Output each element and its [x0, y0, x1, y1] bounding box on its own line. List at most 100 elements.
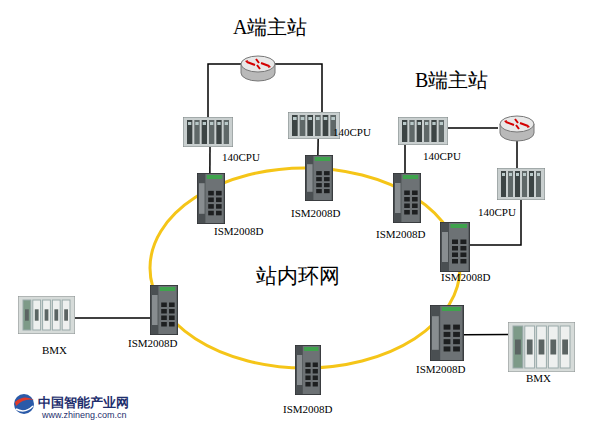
- module-led: [308, 117, 312, 120]
- module-connector: [515, 340, 521, 355]
- port: [460, 240, 466, 245]
- module-led: [331, 117, 335, 120]
- module-led: [530, 173, 533, 176]
- terminal-block: [451, 224, 468, 228]
- rack-module: [202, 120, 207, 144]
- port: [324, 177, 330, 181]
- terminal-block: [160, 287, 175, 291]
- module-connector: [45, 309, 49, 320]
- rack-body: [508, 322, 575, 372]
- rack-body: [288, 112, 340, 139]
- router-wires: [208, 64, 517, 169]
- module-led: [418, 122, 421, 125]
- rack-module: [529, 171, 534, 197]
- port: [452, 246, 458, 251]
- port: [216, 191, 222, 196]
- rack-module: [402, 120, 407, 142]
- switch-node: ISM2008D: [150, 285, 178, 335]
- rack-module: [560, 326, 570, 368]
- rack-module: [409, 120, 414, 142]
- terminal-block: [442, 307, 461, 311]
- port: [305, 363, 310, 368]
- module-led: [440, 122, 443, 125]
- switch-node: ISM2008D: [305, 155, 333, 201]
- rack-module: [315, 115, 321, 136]
- port: [404, 204, 410, 209]
- switch-body: [305, 155, 333, 201]
- terminal-block: [207, 175, 222, 179]
- rack-module: [548, 326, 558, 368]
- port: [161, 316, 167, 321]
- port: [313, 363, 318, 368]
- module-connector: [25, 309, 29, 320]
- switch-body: [295, 345, 321, 395]
- port: [452, 253, 458, 258]
- router-symbol: [500, 116, 534, 141]
- side-rail: [395, 183, 401, 213]
- switch-front: [401, 174, 419, 222]
- plc-node: 140CPU: [398, 117, 448, 145]
- rack-module: [508, 171, 513, 197]
- module-connector: [35, 309, 39, 320]
- device-label: ISM2008D: [128, 337, 178, 349]
- rack-module: [292, 115, 298, 136]
- terminal-block: [304, 347, 318, 351]
- switch-icon: [197, 173, 225, 224]
- module-connector: [539, 340, 545, 355]
- port: [324, 183, 330, 187]
- rack-module: [300, 115, 306, 136]
- module-led: [324, 117, 328, 120]
- port: [460, 246, 466, 251]
- port: [216, 204, 222, 209]
- module-connector: [54, 309, 58, 320]
- rack-module: [209, 120, 214, 144]
- port: [208, 191, 214, 196]
- ethernet-link: [470, 200, 521, 245]
- port: [316, 183, 322, 187]
- port: [305, 382, 310, 387]
- port: [169, 316, 175, 321]
- module-led: [316, 117, 320, 120]
- device-label: BMX: [42, 344, 67, 356]
- rack-module: [52, 300, 60, 330]
- switch-icon: [295, 345, 321, 395]
- module-connector: [562, 340, 568, 355]
- port: [324, 171, 330, 175]
- port: [444, 332, 451, 337]
- port: [161, 322, 167, 327]
- port: [216, 197, 222, 202]
- rack-module: [525, 326, 535, 368]
- switch-body: [440, 222, 470, 272]
- port: [313, 369, 318, 374]
- device-label: 140CPU: [222, 151, 260, 163]
- device-label: ISM2008D: [376, 228, 426, 240]
- module-led: [293, 117, 297, 120]
- port: [452, 259, 458, 264]
- terminal-block: [403, 175, 418, 179]
- module-led: [410, 122, 413, 125]
- port: [305, 376, 310, 381]
- port: [208, 204, 214, 209]
- switch-node: ISM2008D: [430, 305, 464, 361]
- rack-module: [515, 171, 520, 197]
- port: [216, 211, 222, 216]
- port: [316, 177, 322, 181]
- port: [412, 210, 418, 215]
- port: [453, 325, 460, 330]
- switch-body: [430, 305, 464, 361]
- watermark: 中国智能产业网: [38, 394, 129, 412]
- rack-module: [501, 171, 506, 197]
- port: [404, 197, 410, 202]
- station-title: B端主站: [415, 67, 488, 94]
- module-led: [432, 122, 435, 125]
- ethernet-link: [75, 317, 150, 319]
- module-led: [225, 122, 228, 125]
- switch-icon: [430, 305, 464, 361]
- switch-node: ISM2008D: [440, 222, 470, 272]
- rack-module: [33, 300, 41, 330]
- plc-rack-icon: [183, 117, 233, 147]
- port: [453, 332, 460, 337]
- rack-body: [497, 168, 545, 200]
- port: [444, 339, 451, 344]
